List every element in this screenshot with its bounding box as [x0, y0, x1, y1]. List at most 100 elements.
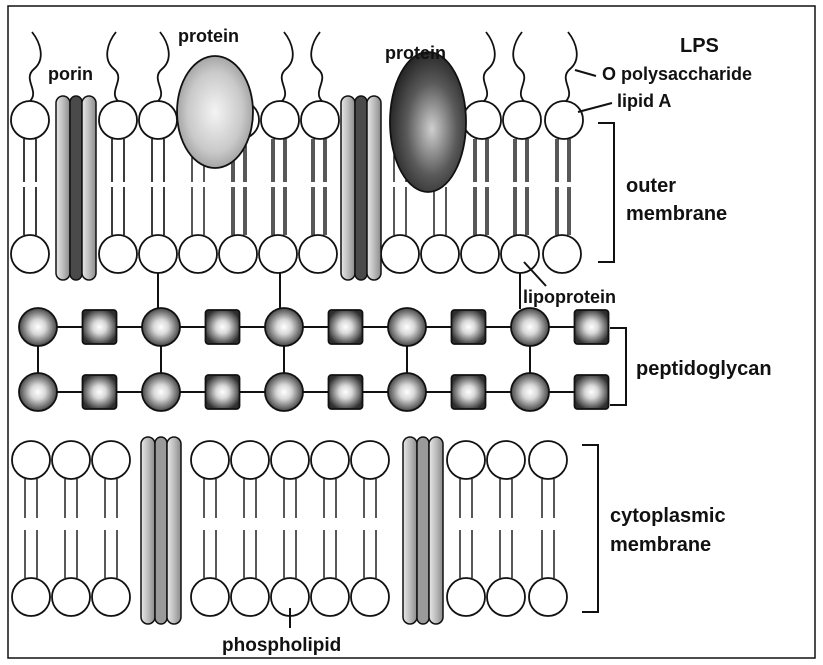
- o-polysaccharide-chain: [311, 32, 322, 101]
- nam-unit: [452, 310, 486, 344]
- nag-unit: [511, 308, 549, 346]
- nam-unit: [206, 375, 240, 409]
- phospholipid-head: [99, 235, 137, 273]
- phospholipid-head: [191, 441, 229, 479]
- bracket-peptidoglycan: [610, 328, 626, 405]
- porin-barrel: [341, 96, 355, 280]
- porin-barrel: [367, 96, 381, 280]
- nag-unit: [388, 308, 426, 346]
- label-lps: LPS: [680, 35, 719, 57]
- phospholipid-head: [219, 235, 257, 273]
- phospholipid-head: [545, 101, 583, 139]
- peptidoglycan-layer: [19, 273, 609, 411]
- label-protein-left: protein: [178, 26, 239, 46]
- phospholipid-head: [461, 235, 499, 273]
- label-cytoplasmic-2: membrane: [610, 534, 711, 556]
- phospholipid-head: [52, 441, 90, 479]
- nag-unit: [142, 308, 180, 346]
- porin-barrel: [167, 437, 181, 624]
- phospholipid-head: [421, 235, 459, 273]
- porin-core: [355, 96, 367, 280]
- label-peptidoglycan: peptidoglycan: [636, 358, 772, 380]
- porin-barrel: [82, 96, 96, 280]
- nam-unit: [83, 310, 117, 344]
- phospholipid-head: [463, 101, 501, 139]
- label-outer-membrane-1: outer: [626, 175, 676, 197]
- o-polysaccharide-chain: [30, 32, 41, 101]
- phospholipid-head: [311, 578, 349, 616]
- phospholipid-head: [299, 235, 337, 273]
- phospholipid-head: [529, 578, 567, 616]
- nag-unit: [19, 373, 57, 411]
- porin-barrel: [429, 437, 443, 624]
- nag-unit: [265, 373, 303, 411]
- outer-protein-light: [177, 56, 253, 168]
- phospholipid-head: [487, 441, 525, 479]
- porin-barrel: [141, 437, 155, 624]
- nag-unit: [388, 373, 426, 411]
- label-phospholipid: phospholipid: [222, 635, 341, 656]
- phospholipid-head: [311, 441, 349, 479]
- bracket-cytoplasmic-membrane: [582, 445, 598, 612]
- phospholipid-head: [12, 441, 50, 479]
- phospholipid-head: [501, 235, 539, 273]
- phospholipid-head: [191, 578, 229, 616]
- leader-o-polysaccharide: [575, 70, 596, 76]
- nam-unit: [329, 310, 363, 344]
- phospholipid-head: [259, 235, 297, 273]
- phospholipid-head: [487, 578, 525, 616]
- label-lipoprotein: lipoprotein: [523, 287, 616, 307]
- phospholipid-head: [11, 101, 49, 139]
- label-lipid-a: lipid A: [617, 91, 671, 111]
- phospholipid-head: [261, 101, 299, 139]
- porin-core: [70, 96, 82, 280]
- phospholipid-head: [99, 101, 137, 139]
- phospholipid-head: [301, 101, 339, 139]
- porin-core: [417, 437, 429, 624]
- nag-unit: [265, 308, 303, 346]
- phospholipid-head: [271, 441, 309, 479]
- porin-barrel: [56, 96, 70, 280]
- phospholipid-head: [231, 578, 269, 616]
- phospholipid-head: [179, 235, 217, 273]
- nam-unit: [329, 375, 363, 409]
- o-polysaccharide-chain: [513, 32, 524, 101]
- nam-unit: [452, 375, 486, 409]
- label-outer-membrane-2: membrane: [626, 203, 727, 225]
- o-polysaccharide-chain: [107, 32, 118, 101]
- label-porin: porin: [48, 64, 93, 84]
- porin-barrel: [403, 437, 417, 624]
- phospholipid-head: [351, 441, 389, 479]
- leader-lipid-a: [578, 103, 612, 112]
- label-o-polysaccharide: O polysaccharide: [602, 64, 752, 84]
- o-polysaccharide-chain: [282, 32, 293, 101]
- bracket-outer-membrane: [598, 123, 614, 262]
- porin-core: [155, 437, 167, 624]
- o-polysaccharide-chain: [566, 32, 577, 101]
- cytoplasmic-membrane: [12, 437, 567, 624]
- nam-unit: [575, 310, 609, 344]
- phospholipid-head: [231, 441, 269, 479]
- phospholipid-head: [447, 578, 485, 616]
- phospholipid-head: [503, 101, 541, 139]
- nag-unit: [511, 373, 549, 411]
- phospholipid-head: [12, 578, 50, 616]
- phospholipid-head: [447, 441, 485, 479]
- phospholipid-head: [543, 235, 581, 273]
- nam-unit: [206, 310, 240, 344]
- phospholipid-head: [529, 441, 567, 479]
- nag-unit: [142, 373, 180, 411]
- outer-membrane: [11, 32, 583, 280]
- phospholipid-head: [92, 578, 130, 616]
- o-polysaccharide-chain: [158, 32, 169, 101]
- phospholipid-head: [92, 441, 130, 479]
- o-polysaccharide-chain: [484, 32, 495, 101]
- nam-unit: [83, 375, 117, 409]
- nag-unit: [19, 308, 57, 346]
- outer-protein-dark: [390, 52, 466, 192]
- phospholipid-head: [11, 235, 49, 273]
- label-cytoplasmic-1: cytoplasmic: [610, 505, 726, 527]
- label-protein-right: protein: [385, 43, 446, 63]
